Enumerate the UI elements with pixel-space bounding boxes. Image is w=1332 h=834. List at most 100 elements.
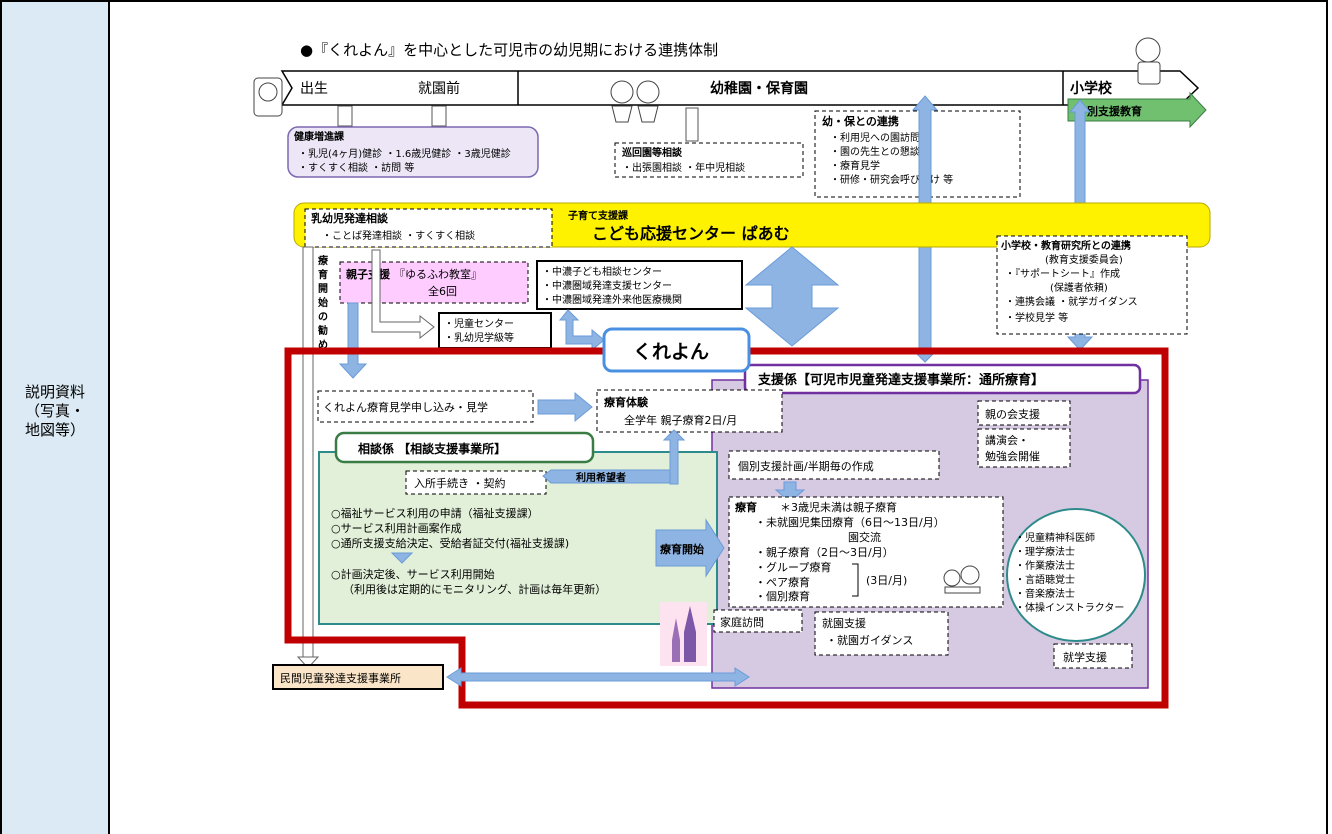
timeline-bar: 出生 就園前 幼稚園・保育園 小学校 xyxy=(280,70,1200,106)
left-long-arrow xyxy=(296,246,320,669)
specialist-1: ・児童精神科医師 xyxy=(1015,531,1095,544)
parent-support-box: 親子支援 『ゆるふわ教室』 全6回 xyxy=(339,261,529,304)
therapy-line-4: ・グループ療育 xyxy=(755,560,831,574)
liaison-line-2: ・園の先生との懇談 xyxy=(830,145,920,158)
yellow-center: こども応援センター ぱあむ xyxy=(592,224,790,243)
chuno-line-2: ・中濃圏域発達支援センター xyxy=(542,279,672,292)
child-center-box: ・児童センター ・乳幼児学級等 xyxy=(438,312,552,349)
baby-illustration xyxy=(253,77,283,117)
therapy-line-2: 園交流 xyxy=(848,530,881,544)
specialist-6: ・体操インストラクター xyxy=(1015,601,1124,614)
school-liaison-line-3: (保護者依頼) xyxy=(1050,281,1108,294)
red-frame xyxy=(284,347,1169,709)
infant-dev-title: 乳幼児発達相談 xyxy=(311,211,389,225)
home-visit-box: 家庭訪問 xyxy=(713,609,803,633)
plan-box: 個別支援計画/半期毎の作成 xyxy=(728,450,940,503)
liaison-title: 幼・保との連携 xyxy=(822,114,899,128)
parent-support-title-a: 親子支援 xyxy=(346,267,391,281)
children-illustration xyxy=(610,80,660,123)
big-double-arrow xyxy=(744,246,840,347)
vertical-note-2: 育 xyxy=(318,268,328,281)
consult-team-area: 相談係 【相談支援事業所】 入所手続き ・契約 利用希望者 ○福祉サービス利用の… xyxy=(318,431,718,625)
patrol-title: 巡回園等相談 xyxy=(622,146,683,159)
student-illustration xyxy=(1135,37,1161,85)
therapy-start-label: 療育開始 xyxy=(660,542,704,556)
therapy-line-3: ・親子療育（2日～3日/月） xyxy=(755,545,894,559)
private-center-box: 民間児童発達支援事業所 xyxy=(272,664,750,690)
timeline-birth: 出生 xyxy=(300,81,328,97)
wish-user-label: 利用希望者 xyxy=(576,471,626,484)
liaison-line-3: ・療育見学 xyxy=(830,159,880,172)
consult-line-2: ○サービス利用計画案作成 xyxy=(331,521,462,535)
lecture-box: 講演会・ 勉強会開催 xyxy=(977,428,1071,468)
chuno-centers-box: ・中濃子ども相談センター ・中濃圏域発達支援センター ・中濃圏域発達外来他医療機… xyxy=(536,260,743,310)
diagram-title: ●『くれよん』を中心とした可児市の幼児期における連携体制 xyxy=(300,41,718,59)
special-support-arrow: 特別支援教育 xyxy=(1067,91,1207,129)
timeline-kindergarten: 幼稚園・保育園 xyxy=(710,80,808,97)
therapy-line-5: ・ペア療育 xyxy=(755,575,810,589)
infant-dev-line: ・ことば発達相談 ・すくすく相談 xyxy=(322,229,475,242)
timeline-elementary: 小学校 xyxy=(1070,80,1113,97)
therapy-note: ＊3歳児未満は親子療育 xyxy=(780,500,897,514)
health-dept-box: 健康増進課 ・乳児(4ヶ月)健診 ・1.6歳児健診 ・3歳児健診 ・すくすく相談… xyxy=(287,126,539,178)
kindergarten-support-line: ・就園ガイダンス xyxy=(826,633,913,647)
lecture-line-1: 講演会・ xyxy=(985,433,1029,447)
school-liaison-line-4: ・連携会議 ・就学ガイダンス xyxy=(1005,295,1138,308)
support-team-title: 支援係【可児市児童発達支援事業所：通所療育】 xyxy=(757,372,1044,388)
vertical-note-5: の xyxy=(318,312,328,323)
therapy-freq: (3日/月) xyxy=(866,574,907,587)
health-title: 健康増進課 xyxy=(294,130,344,143)
specialist-5: ・音楽療法士 xyxy=(1015,587,1075,600)
left-label-column: 説明資料 （写真・ 地図等） xyxy=(0,0,110,834)
school-liaison-title: 小学校・教育研究所との連携 xyxy=(1000,239,1131,252)
chuno-line-3: ・中濃圏域発達外来他医療機関 xyxy=(542,293,682,306)
parent-club-box: 親の会支援 xyxy=(977,400,1071,426)
special-support-label: 特別支援教育 xyxy=(1076,104,1142,118)
kindergarten-support-box: 就園支援 ・就園ガイダンス xyxy=(814,611,949,656)
consult-line-4: ○計画決定後、サービス利用開始 xyxy=(331,567,495,581)
health-line-1: ・乳児(4ヶ月)健診 ・1.6歳児健診 ・3歳児健診 xyxy=(298,147,511,160)
side-label: 説明資料 （写真・ 地図等） xyxy=(24,383,85,439)
blue-small-arrows xyxy=(338,302,605,379)
school-liaison-line-1: (教育支援委員会) xyxy=(1045,253,1123,266)
private-center-label: 民間児童発達支援事業所 xyxy=(280,671,401,685)
vertical-note-1: 療 xyxy=(318,254,328,267)
school-liaison-box: 小学校・教育研究所との連携 (教育支援委員会) ・『サポートシート』作成 (保護… xyxy=(996,235,1188,335)
vertical-note: 療 育 開 始 の 勧 め xyxy=(318,254,328,351)
school-liaison-line-2: ・『サポートシート』作成 xyxy=(1005,268,1120,280)
therapy-line-6: ・個別療育 xyxy=(755,589,810,603)
consult-line-1: ○福祉サービス利用の申請（福祉支援課） xyxy=(331,506,539,520)
entry-proc-label: 入所手続き ・契約 xyxy=(414,476,506,490)
school-support-box: 就学支援 xyxy=(1053,643,1133,669)
home-visit-label: 家庭訪問 xyxy=(720,615,764,629)
visit-apply-box: くれよん療育見学申し込み・見学 xyxy=(317,390,593,423)
experience-connector xyxy=(662,429,686,485)
specialist-2: ・理学療法士 xyxy=(1015,545,1075,558)
kureyon-label: くれよん xyxy=(633,341,709,363)
liaison-line-1: ・利用児への園訪問 xyxy=(830,131,920,144)
experience-line: 全学年 親子療育2日/月 xyxy=(624,413,737,427)
therapy-start-arrow: 療育開始 xyxy=(655,518,725,578)
chuno-line-1: ・中濃子ども相談センター xyxy=(542,265,662,278)
consult-line-3: ○通所支援支給決定、受給者証交付(福祉支援課) xyxy=(331,536,569,550)
patrol-box: 巡回園等相談 ・出張園相談 ・年中児相談 xyxy=(614,142,804,178)
school-liaison-line-5: ・学校見学 等 xyxy=(1005,311,1068,324)
vertical-note-6: 勧 xyxy=(318,324,328,337)
health-line-2: ・すくすく相談 ・訪問 等 xyxy=(298,161,414,174)
therapy-title: 療育 xyxy=(735,500,757,514)
experience-title: 療育体験 xyxy=(604,395,649,409)
kindergarten-support-title: 就園支援 xyxy=(822,616,866,630)
parent-support-sub: 全6回 xyxy=(428,284,457,298)
yellow-dept: 子育て支援課 xyxy=(568,209,628,222)
child-center-line-2: ・乳幼児学級等 xyxy=(444,331,514,344)
crayon-illustration xyxy=(660,602,707,666)
liaison-box: 幼・保との連携 ・利用児への園訪問 ・園の先生との懇談 ・療育見学 ・研修・研究… xyxy=(814,110,1021,198)
child-center-line-1: ・児童センター xyxy=(444,317,514,330)
plan-label: 個別支援計画/半期毎の作成 xyxy=(738,459,874,473)
specialists-ellipse: ・児童精神科医師 ・理学療法士 ・作業療法士 ・言語聴覚士 ・音楽療法士 ・体操… xyxy=(1006,508,1146,642)
musical-instruments-illustration xyxy=(943,565,981,594)
specialist-3: ・作業療法士 xyxy=(1015,559,1075,572)
consult-team-title: 相談係 【相談支援事業所】 xyxy=(358,441,506,456)
parent-support-title-b: 『ゆるふわ教室』 xyxy=(394,267,482,281)
therapy-box: 療育 ＊3歳児未満は親子療育 ・未就園児集団療育（6日～13日/月） 園交流 ・… xyxy=(728,496,1004,608)
